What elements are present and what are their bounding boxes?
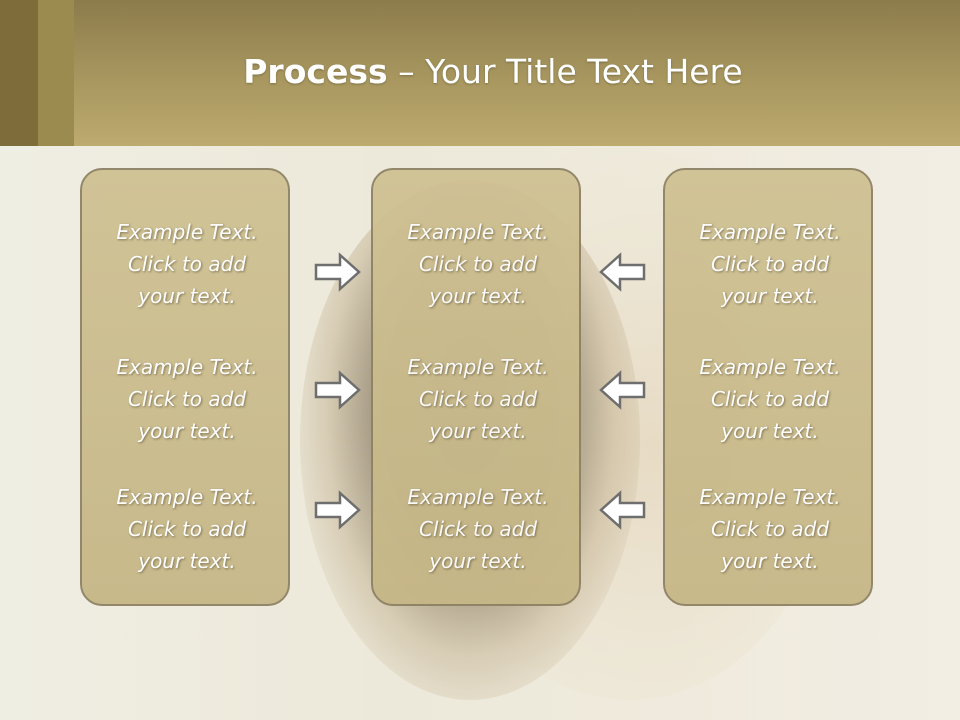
title-rest-part: – Your Title Text Here [387,52,743,91]
text-line: Example Text. [699,355,841,379]
text-line: Example Text. [407,220,549,244]
text-line: Click to add [710,387,830,411]
panel-text-block[interactable]: Example Text. Click to add your text. [373,481,583,577]
text-line: Example Text. [116,355,258,379]
panel-text-block[interactable]: Example Text. Click to add your text. [665,351,875,447]
panel-text-block[interactable]: Example Text. Click to add your text. [82,216,292,312]
text-line: your text. [429,284,527,308]
header-accent-strip [0,0,38,146]
text-line: Click to add [127,517,247,541]
panel-text-block[interactable]: Example Text. Click to add your text. [82,481,292,577]
panel-text-block[interactable]: Example Text. Click to add your text. [665,481,875,577]
text-line: Example Text. [699,485,841,509]
arrow-left-icon [599,252,646,292]
arrow-right-icon [314,370,361,410]
text-line: Click to add [710,252,830,276]
text-line: your text. [138,284,236,308]
text-line: Click to add [418,252,538,276]
text-line: Click to add [710,517,830,541]
text-line: your text. [429,549,527,573]
slide-title[interactable]: Process – Your Title Text Here [0,52,960,91]
text-line: Click to add [418,517,538,541]
header-accent-strip [38,0,74,146]
panel-text-block[interactable]: Example Text. Click to add your text. [373,216,583,312]
text-line: your text. [721,284,819,308]
text-line: Click to add [418,387,538,411]
title-bar: Process – Your Title Text Here [0,0,960,146]
text-line: Example Text. [116,220,258,244]
text-panel-center[interactable]: Example Text. Click to add your text. Ex… [371,168,581,606]
text-line: Example Text. [407,355,549,379]
text-panel-right[interactable]: Example Text. Click to add your text. Ex… [663,168,873,606]
arrow-left-icon [599,370,646,410]
panel-text-block[interactable]: Example Text. Click to add your text. [665,216,875,312]
text-panel-left[interactable]: Example Text. Click to add your text. Ex… [80,168,290,606]
title-bold-part: Process [243,52,388,91]
arrow-left-icon [599,490,646,530]
panel-text-block[interactable]: Example Text. Click to add your text. [373,351,583,447]
panel-text-block[interactable]: Example Text. Click to add your text. [82,351,292,447]
text-line: your text. [721,549,819,573]
text-line: your text. [138,549,236,573]
arrow-right-icon [314,490,361,530]
text-line: Click to add [127,387,247,411]
text-line: Example Text. [699,220,841,244]
arrow-right-icon [314,252,361,292]
text-line: your text. [138,419,236,443]
text-line: your text. [721,419,819,443]
text-line: Example Text. [407,485,549,509]
text-line: your text. [429,419,527,443]
text-line: Example Text. [116,485,258,509]
text-line: Click to add [127,252,247,276]
